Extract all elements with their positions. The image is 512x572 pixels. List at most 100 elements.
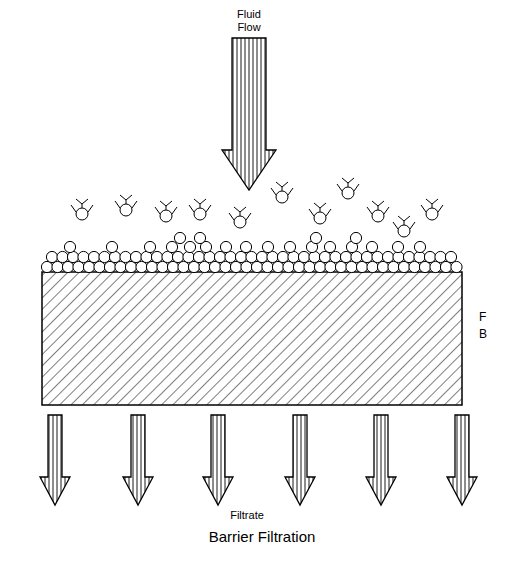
media-sphere xyxy=(346,261,357,272)
media-sphere xyxy=(241,261,252,272)
media-sphere xyxy=(435,251,446,262)
media-sphere xyxy=(62,261,73,272)
media-sphere xyxy=(335,261,346,272)
media-sphere xyxy=(167,261,178,272)
particle xyxy=(189,199,211,220)
particle-body xyxy=(194,208,206,220)
media-sphere xyxy=(319,251,330,262)
media-sphere xyxy=(130,251,141,262)
particle xyxy=(337,178,359,199)
media-sphere xyxy=(403,251,414,262)
filtrate-arrow xyxy=(123,415,153,505)
particle-arms xyxy=(271,182,293,195)
media-sphere xyxy=(178,261,189,272)
media-sphere xyxy=(414,241,425,252)
filtrate-arrow xyxy=(447,415,477,505)
media-sphere xyxy=(240,241,251,252)
particle xyxy=(115,195,137,216)
media-sphere xyxy=(367,261,378,272)
fluid-flow-arrow xyxy=(222,38,276,190)
media-sphere xyxy=(52,261,63,272)
media-sphere xyxy=(366,241,377,252)
particle-arms xyxy=(393,216,415,229)
caption: Barrier Filtration xyxy=(152,528,372,545)
media-sphere xyxy=(256,251,267,262)
media-sphere xyxy=(146,261,157,272)
media-sphere xyxy=(120,251,131,262)
media-sphere xyxy=(214,251,225,262)
media-sphere xyxy=(409,261,420,272)
filtrate-arrow xyxy=(366,415,396,505)
media-sphere xyxy=(251,261,262,272)
media-sphere xyxy=(88,251,99,262)
media-sphere xyxy=(109,251,120,262)
media-sphere xyxy=(262,241,273,252)
media-sphere xyxy=(372,251,383,262)
media-sphere xyxy=(445,251,456,262)
media-sphere xyxy=(78,251,89,262)
particle xyxy=(309,203,331,224)
media-sphere xyxy=(157,261,168,272)
particle-body xyxy=(160,210,172,222)
media-sphere xyxy=(144,241,155,252)
media-sphere xyxy=(298,251,309,262)
filtrate-arrow xyxy=(40,415,70,505)
media-sphere xyxy=(309,251,320,262)
media-sphere xyxy=(440,261,451,272)
media-sphere xyxy=(284,241,295,252)
media-sphere xyxy=(325,261,336,272)
media-sphere xyxy=(188,261,199,272)
media-sphere xyxy=(262,261,273,272)
media-sphere xyxy=(46,251,57,262)
media-sphere xyxy=(83,261,94,272)
particle xyxy=(229,207,251,228)
particle-arms xyxy=(337,178,359,191)
particle xyxy=(155,201,177,222)
media-sphere xyxy=(136,261,147,272)
particle-body xyxy=(234,216,246,228)
filtrate-arrow xyxy=(203,415,233,505)
media-sphere xyxy=(304,261,315,272)
media-sphere xyxy=(424,251,435,262)
media-sphere xyxy=(94,261,105,272)
media-sphere xyxy=(106,241,117,252)
media-sphere xyxy=(199,261,210,272)
media-sphere xyxy=(235,251,246,262)
particle-body xyxy=(372,210,384,222)
filtrate-arrow xyxy=(285,415,315,505)
media-sphere xyxy=(293,261,304,272)
media-sphere xyxy=(350,232,361,243)
bed-label: B xyxy=(479,328,487,342)
media-sphere xyxy=(230,261,241,272)
flow-label: Fluid Flow xyxy=(229,8,269,33)
media-sphere xyxy=(388,261,399,272)
media-sphere xyxy=(314,261,325,272)
particle-arms xyxy=(155,201,177,214)
media-sphere xyxy=(382,251,393,262)
particle-arms xyxy=(71,199,93,212)
media-sphere xyxy=(193,251,204,262)
particle-body xyxy=(342,187,354,199)
media-sphere xyxy=(283,261,294,272)
media-sphere xyxy=(246,251,257,262)
media-sphere xyxy=(151,251,162,262)
filter-bed xyxy=(42,272,462,405)
media-sphere xyxy=(225,251,236,262)
media-sphere xyxy=(277,251,288,262)
media-sphere xyxy=(414,251,425,262)
media-sphere xyxy=(351,251,362,262)
particle xyxy=(271,182,293,203)
particle-body xyxy=(76,208,88,220)
media-sphere xyxy=(162,251,173,262)
particle xyxy=(393,216,415,237)
particle xyxy=(367,201,389,222)
media-sphere xyxy=(64,241,75,252)
particle-arms xyxy=(309,203,331,216)
media-sphere xyxy=(184,241,195,252)
media-sphere xyxy=(419,261,430,272)
particle xyxy=(71,199,93,220)
particle-arms xyxy=(229,207,251,220)
media-sphere xyxy=(451,261,462,272)
media-sphere xyxy=(125,261,136,272)
particle-arms xyxy=(421,199,443,212)
